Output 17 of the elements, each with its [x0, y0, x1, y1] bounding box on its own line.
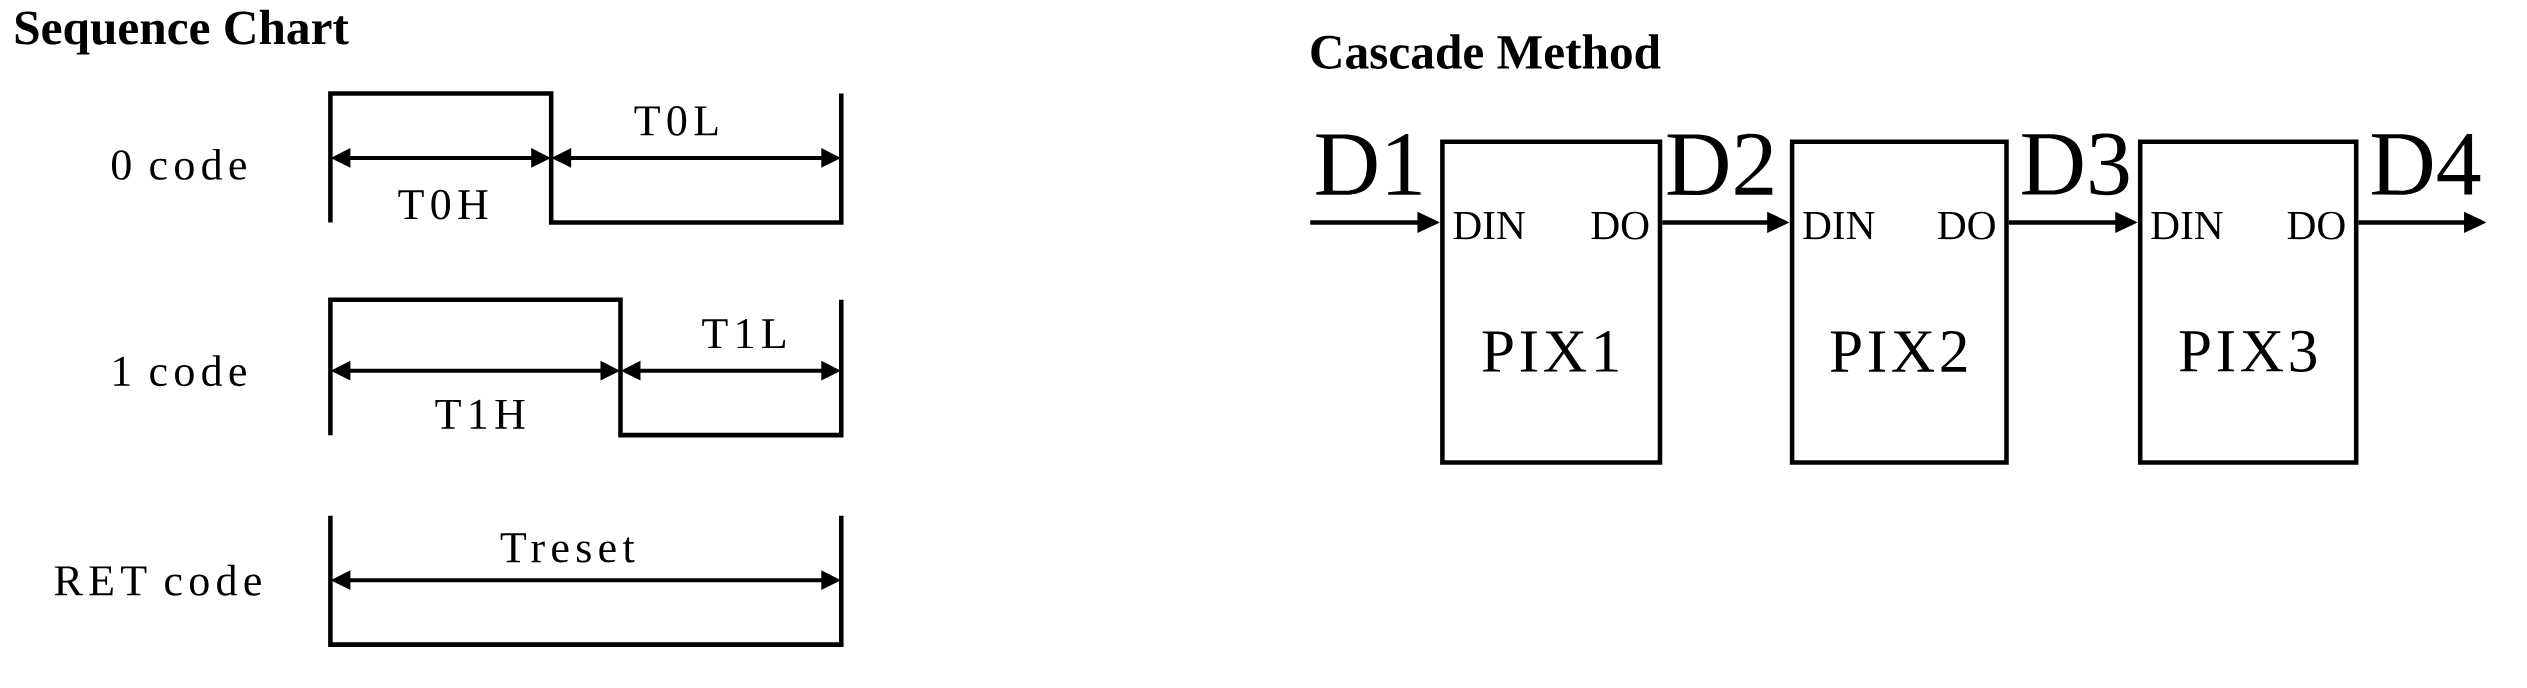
pixel-box: DIN DO PIX2 [1789, 139, 2009, 465]
pixel-box: DIN DO PIX3 [2137, 139, 2359, 465]
time-label: T1L [702, 319, 786, 349]
code-label: 1 code [114, 355, 246, 387]
time-label: T0L [634, 105, 718, 136]
heading: Sequence Chart [15, 9, 349, 55]
time-label: T0H [398, 189, 488, 220]
signal-label: D1 [1316, 133, 1421, 195]
code-label: 0 code [112, 148, 246, 180]
code-label: RET code [54, 564, 261, 596]
time-label: T1H [435, 399, 525, 429]
signal-label: D4 [2371, 133, 2481, 195]
heading: Cascade Method [1311, 34, 1661, 69]
signal-label: D2 [1667, 133, 1773, 195]
pixel-box: DIN DO PIX1 [1440, 139, 1663, 465]
signal-label: D3 [2022, 133, 2129, 196]
time-label: Treset [500, 533, 635, 563]
